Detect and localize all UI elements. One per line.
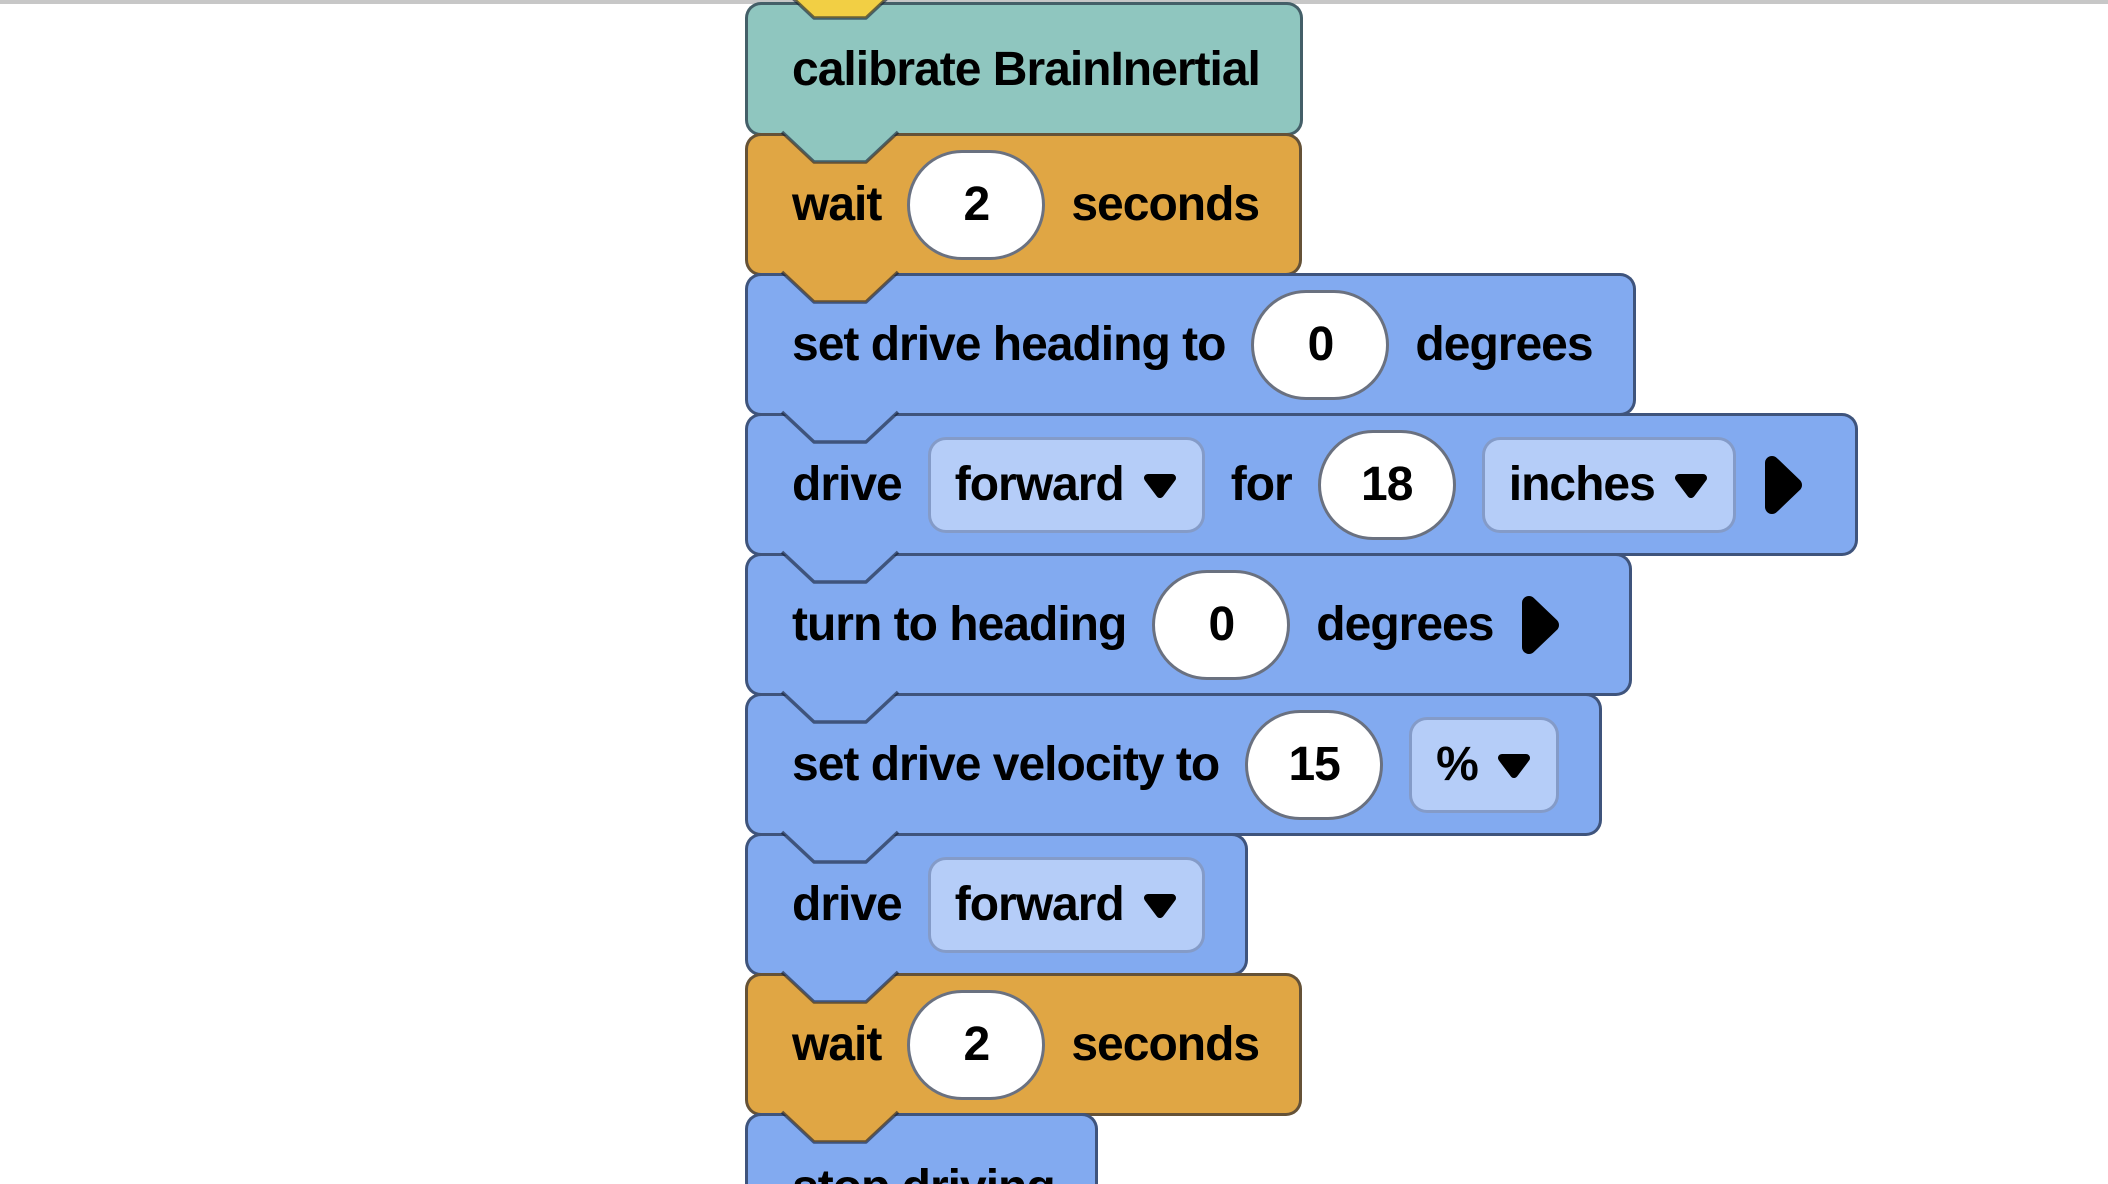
expand-arrow-triangle bbox=[1764, 455, 1802, 514]
dropdown-caret-icon bbox=[1143, 473, 1176, 498]
drive-for-dropdown[interactable]: inches bbox=[1481, 436, 1736, 533]
connector-tab bbox=[792, 0, 888, 20]
block-label: drive bbox=[792, 878, 903, 931]
connector-tab bbox=[780, 550, 900, 584]
block-calibrate-brain-inertial[interactable]: calibrate BrainInertial bbox=[745, 2, 1303, 136]
block-label: set drive heading to bbox=[792, 318, 1226, 371]
wait-1-number-input[interactable]: 2 bbox=[907, 149, 1046, 260]
block-wait-1[interactable]: wait 2 seconds bbox=[745, 133, 1303, 276]
drive-for-number-input[interactable]: 18 bbox=[1317, 429, 1456, 540]
block-set-drive-heading[interactable]: set drive heading to 0 degrees bbox=[745, 273, 1636, 416]
connector-tab bbox=[780, 970, 900, 1004]
block-set-drive-velocity[interactable]: set drive velocity to 15% bbox=[745, 693, 1602, 836]
dropdown-caret-icon bbox=[1143, 893, 1176, 918]
block-label: for bbox=[1230, 458, 1293, 511]
dropdown-caret-icon bbox=[1497, 753, 1530, 778]
dropdown-caret-icon bbox=[1674, 473, 1707, 498]
block-label: wait bbox=[792, 1018, 882, 1071]
dropdown-selected-value: inches bbox=[1508, 458, 1656, 511]
block-turn-to-heading[interactable]: turn to heading 0 degrees bbox=[745, 553, 1632, 696]
block-label: degrees bbox=[1415, 318, 1593, 371]
block-drive-for[interactable]: drive forward for 18 inches bbox=[745, 413, 1858, 556]
set-drive-heading-number-input[interactable]: 0 bbox=[1251, 289, 1390, 400]
set-drive-velocity-number-input[interactable]: 15 bbox=[1245, 709, 1384, 820]
block-label: seconds bbox=[1071, 178, 1260, 231]
drive-dropdown[interactable]: forward bbox=[927, 856, 1205, 953]
block-label: seconds bbox=[1071, 1018, 1260, 1071]
block-label: wait bbox=[792, 178, 882, 231]
connector-tab bbox=[780, 690, 900, 724]
expand-arrow-icon[interactable] bbox=[1519, 592, 1561, 658]
connector-tab bbox=[780, 130, 900, 164]
block-drive[interactable]: drive forward bbox=[745, 833, 1248, 976]
drive-for-dropdown[interactable]: forward bbox=[927, 436, 1205, 533]
dropdown-selected-value: % bbox=[1436, 738, 1479, 791]
block-label: drive bbox=[792, 458, 903, 511]
expand-arrow-triangle bbox=[1522, 595, 1560, 654]
connector-tab bbox=[780, 410, 900, 444]
dropdown-selected-value: forward bbox=[954, 458, 1125, 511]
connector-tab bbox=[780, 1110, 900, 1144]
block-label: stop driving bbox=[792, 1160, 1056, 1184]
dropdown-selected-value: forward bbox=[954, 878, 1125, 931]
connector-tab bbox=[780, 830, 900, 864]
wait-2-number-input[interactable]: 2 bbox=[907, 989, 1046, 1100]
set-drive-velocity-dropdown[interactable]: % bbox=[1409, 716, 1559, 813]
block-label: set drive velocity to bbox=[792, 738, 1220, 791]
expand-arrow-icon[interactable] bbox=[1762, 452, 1804, 518]
block-label: turn to heading bbox=[792, 598, 1127, 651]
block-label: calibrate BrainInertial bbox=[792, 42, 1261, 96]
block-stop-driving[interactable]: stop driving bbox=[745, 1113, 1098, 1184]
connector-tab bbox=[780, 270, 900, 304]
block-label: degrees bbox=[1316, 598, 1494, 651]
turn-to-heading-number-input[interactable]: 0 bbox=[1152, 569, 1291, 680]
